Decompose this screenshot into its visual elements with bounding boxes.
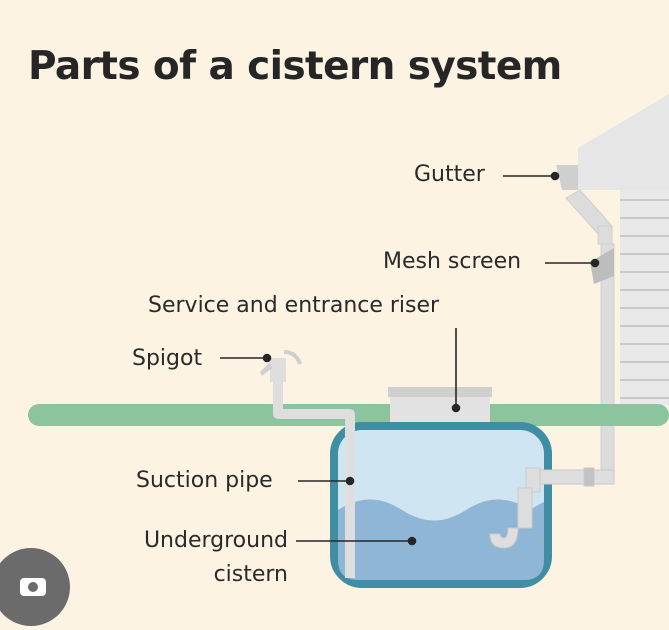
leader-lines xyxy=(220,171,600,546)
label-spigot: Spigot xyxy=(132,346,203,371)
label-suction-pipe: Suction pipe xyxy=(136,468,273,493)
label-riser: Service and entrance riser xyxy=(148,293,440,318)
house-roof xyxy=(578,94,669,190)
downspout xyxy=(565,189,615,481)
cistern-diagram xyxy=(28,94,669,588)
camera-icon[interactable] xyxy=(0,548,70,626)
label-underground: Underground xyxy=(143,528,288,553)
house-wall xyxy=(620,190,669,405)
house xyxy=(578,94,669,405)
spigot xyxy=(260,350,302,382)
label-gutter: Gutter xyxy=(414,162,485,187)
camera-glyph xyxy=(20,578,46,596)
underground-cistern xyxy=(330,422,552,588)
inlet-pipe xyxy=(489,467,615,549)
label-mesh-screen: Mesh screen xyxy=(383,249,522,274)
page-title: Parts of a cistern system xyxy=(28,44,562,89)
gutter xyxy=(556,165,578,190)
label-cistern: cistern xyxy=(213,562,288,587)
mesh-screen xyxy=(590,248,614,284)
suction-pipe xyxy=(273,382,355,578)
